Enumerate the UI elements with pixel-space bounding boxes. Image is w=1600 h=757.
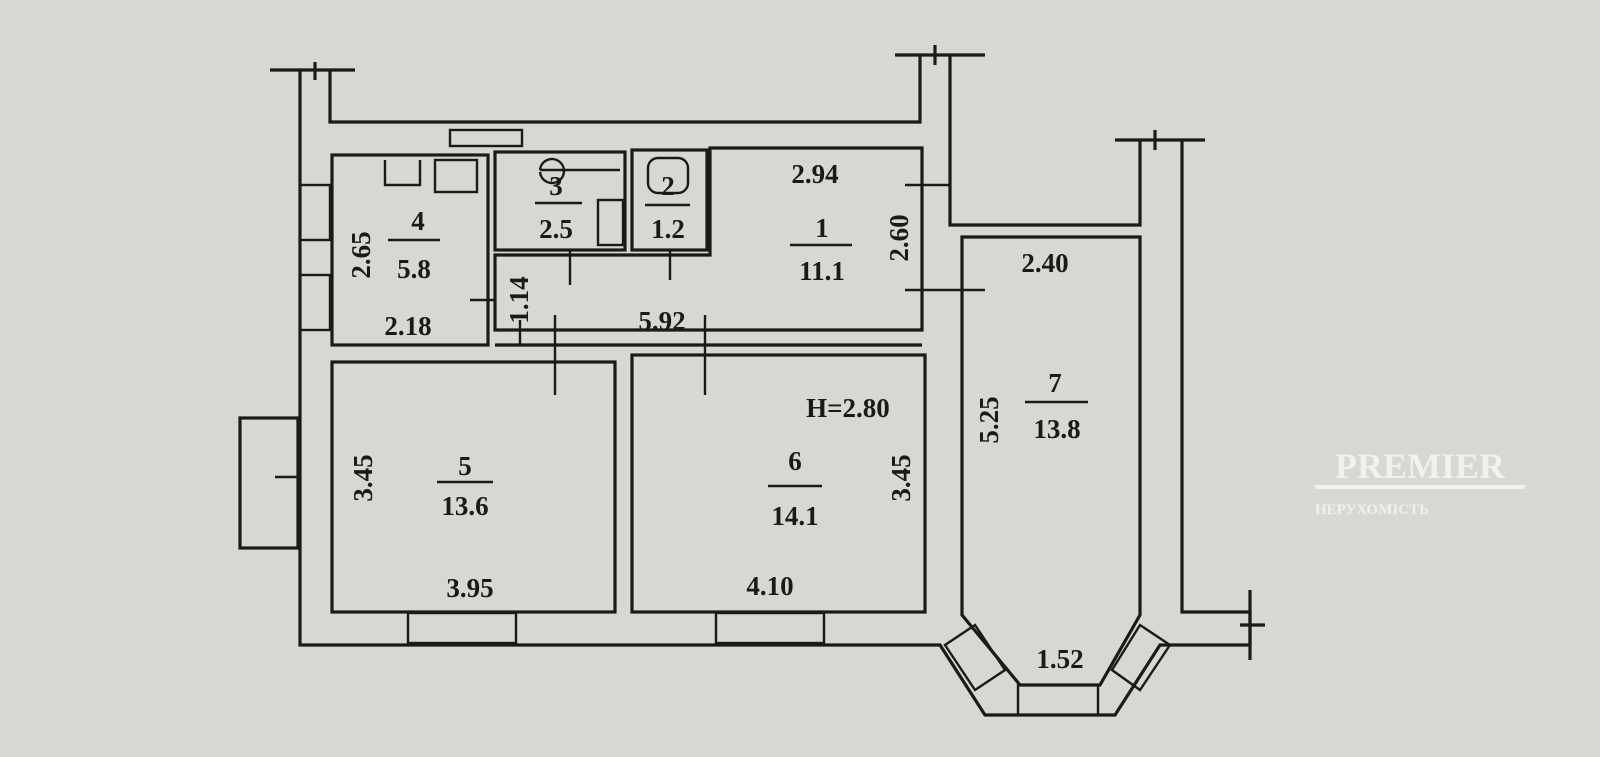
room-5-area: 13.6 <box>441 491 488 521</box>
stove <box>433 158 479 194</box>
room-7-width: 2.40 <box>1021 248 1068 278</box>
room-5-number: 5 <box>458 451 472 481</box>
corridor-length: 5.92 <box>638 306 685 336</box>
room-6-area: 14.1 <box>771 501 818 531</box>
room-1-width: 2.60 <box>884 214 914 261</box>
room-7-length: 5.25 <box>974 396 1004 443</box>
room-6-number: 6 <box>788 446 802 476</box>
room-2-area: 1.2 <box>651 214 685 244</box>
watermark-brand: PREMIER <box>1335 446 1506 486</box>
room-1-length: 2.94 <box>791 159 838 189</box>
balcony <box>238 416 300 550</box>
room-6-width: 3.45 <box>886 454 916 501</box>
room-3-number: 3 <box>549 171 563 201</box>
toilet <box>646 156 690 195</box>
watermark: PREMIER НЕРУХОМІСТЬ <box>1315 446 1525 518</box>
bay-window-width: 1.52 <box>1036 644 1083 674</box>
room-7-number: 7 <box>1048 368 1062 398</box>
room-5-width: 3.45 <box>348 454 378 501</box>
ceiling-height: H=2.80 <box>806 393 890 423</box>
room-4-width: 2.65 <box>346 231 376 278</box>
bathtub <box>538 157 620 185</box>
room-5-length: 3.95 <box>446 573 493 603</box>
room-4-area: 5.8 <box>397 254 431 284</box>
room-1-area: 11.1 <box>799 256 845 286</box>
sink <box>596 198 625 247</box>
room-7-area: 13.8 <box>1033 414 1080 444</box>
room-1-number: 1 <box>815 213 829 243</box>
room-6-length: 4.10 <box>746 571 793 601</box>
sink <box>383 160 422 187</box>
room-2-number: 2 <box>661 171 675 201</box>
room-3-area: 2.5 <box>539 214 573 244</box>
watermark-subtitle: НЕРУХОМІСТЬ <box>1315 502 1429 518</box>
room-4-length: 2.18 <box>384 311 431 341</box>
outer-walls <box>238 45 1265 717</box>
room-walls <box>298 128 1172 717</box>
room-4-number: 4 <box>411 206 425 236</box>
corridor-width: 1.14 <box>504 276 534 323</box>
